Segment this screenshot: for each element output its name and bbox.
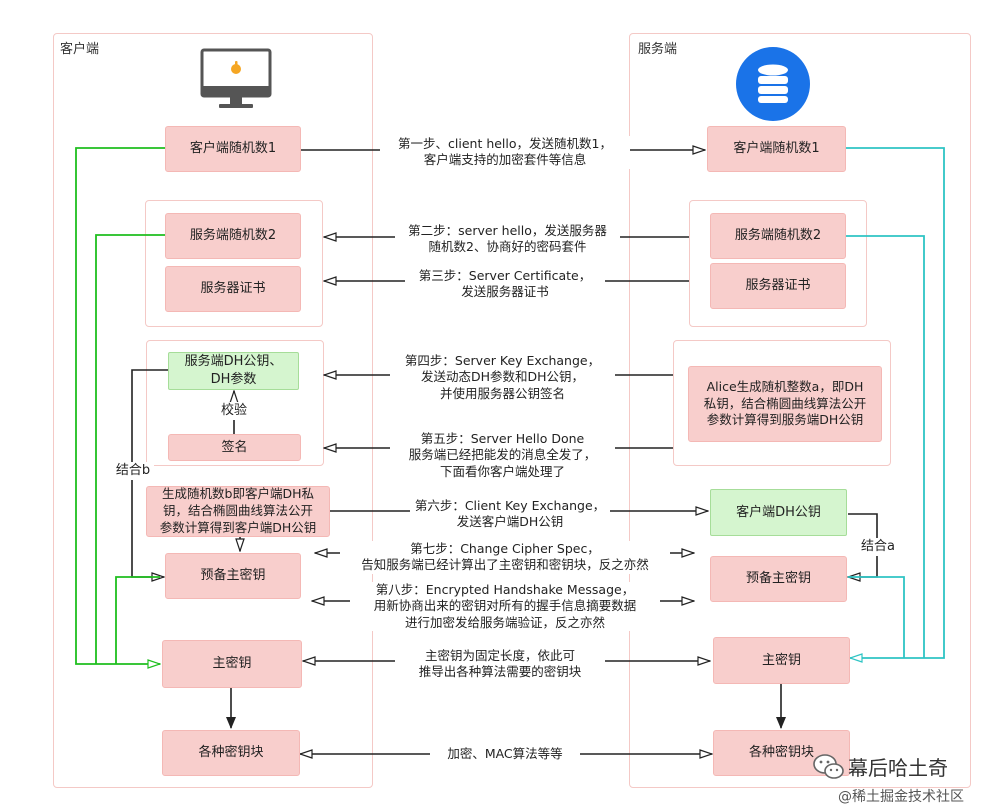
client-gen-b-box: 生成随机数b即客户端DH私 钥，结合椭圆曲线算法公开 参数计算得到客户端DH公钥 [146,486,330,537]
client-cert-box: 服务器证书 [165,266,301,312]
combine-a-label: 结合a [858,538,898,556]
server-cert-box: 服务器证书 [710,263,846,309]
step2-label: 第二步：server hello，发送服务器 随机数2、协商好的密码套件 [395,223,620,256]
combine-b-label: 结合b [112,462,154,480]
keys-note-label: 加密、MAC算法等等 [430,746,580,763]
server-random2-box: 服务端随机数2 [710,213,846,259]
server-master-box: 主密钥 [713,637,850,684]
client-signature-box: 签名 [168,434,301,461]
client-server-dh-pub-box: 服务端DH公钥、 DH参数 [168,352,299,390]
server-premaster-box: 预备主密钥 [710,556,847,602]
client-keys-box: 各种密钥块 [162,730,300,776]
step1-label: 第一步、client hello，发送随机数1， 客户端支持的加密套件等信息 [380,136,630,169]
server-group-alice [673,340,891,466]
client-premaster-box: 预备主密钥 [165,553,301,599]
client-group-dh [146,340,324,466]
client-server-random2-box: 服务端随机数2 [165,213,301,259]
watermark-name: 幕后哈土奇 [848,756,948,780]
watermark-community: @稀土掘金技术社区 [838,789,964,805]
master-note-label: 主密钥为固定长度，依此可 推导出各种算法需要的密钥块 [395,648,605,681]
step3-label: 第三步：Server Certificate， 发送服务器证书 [405,268,605,301]
client-panel-title: 客户端 [60,42,100,57]
desktop-computer-icon [200,48,272,108]
server-group-hello [689,200,867,327]
client-panel [53,33,373,788]
server-client-dh-pub-box: 客户端DH公钥 [710,489,847,536]
server-alice-box: Alice生成随机整数a，即DH 私钥，结合椭圆曲线算法公开 参数计算得到服务端… [688,366,882,442]
client-random1-box: 客户端随机数1 [165,126,301,172]
step6-label: 第六步：Client Key Exchange， 发送客户端DH公钥 [410,498,610,531]
verify-label: 校验 [214,402,254,420]
client-master-box: 主密钥 [162,640,302,688]
wechat-icon [813,754,844,779]
step4-label: 第四步：Server Key Exchange， 发送动态DH参数和DH公钥， … [390,353,615,402]
client-group-hello [145,200,323,327]
step5-label: 第五步：Server Hello Done 服务端已经把能发的消息全发了， 下面… [390,431,615,480]
step7-label: 第七步：Change Cipher Spec， 告知服务端已经计算出了主密钥和密… [340,541,670,574]
step8-label: 第八步：Encrypted Handshake Message， 用新协商出来的… [350,582,660,631]
server-panel-title: 服务端 [638,42,678,57]
server-panel [629,33,971,788]
database-icon [736,47,810,121]
server-random1-box: 客户端随机数1 [707,126,846,172]
